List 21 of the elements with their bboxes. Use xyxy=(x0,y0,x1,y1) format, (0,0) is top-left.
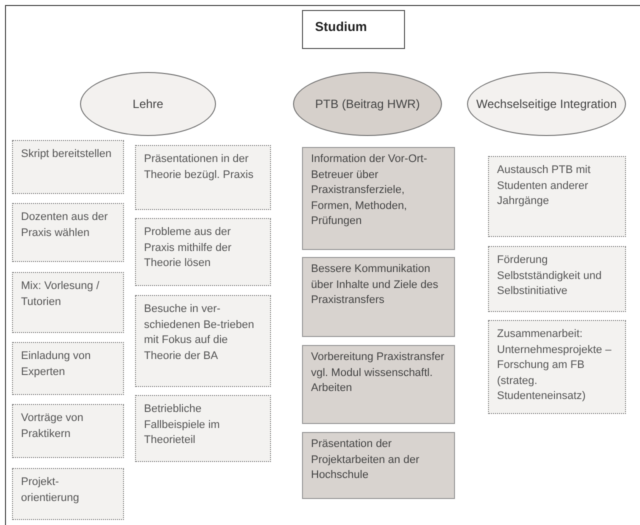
category-ellipse: Wechselseitige Integration xyxy=(467,72,626,136)
measure-box: Mix: Vorlesung / Tutorien xyxy=(12,272,124,333)
measure-box: Bessere Kommunikation über Inhalte und Ziele des Praxistransfers xyxy=(302,257,455,337)
measure-box: Besuche in ver-schiedenen Be-trieben mit Fokus auf die Theorie der BA xyxy=(135,295,271,387)
measure-box: Skript bereitstellen xyxy=(12,140,124,194)
title-box: Studium xyxy=(302,10,405,49)
measure-box: Vorbereitung Praxistransfer vgl. Modul wissenschaftl. Arbeiten xyxy=(302,345,455,424)
measure-box: Präsentationen in der Theorie bezügl. Praxis xyxy=(135,145,271,210)
category-ellipse: Lehre xyxy=(80,72,216,136)
measure-box: Vorträge von Praktikern xyxy=(12,404,124,458)
measure-box: Dozenten aus der Praxis wählen xyxy=(12,203,124,262)
measure-box: Information der Vor-Ort-Betreuer über Praxistransferziele, Formen, Methoden, Prüfungen xyxy=(302,147,455,250)
measure-box: Einladung von Experten xyxy=(12,342,124,395)
measure-box: Betriebliche Fallbeispiele im Theorieteil xyxy=(135,395,271,462)
category-ellipse: PTB (Beitrag HWR) xyxy=(293,72,442,136)
measure-box: Probleme aus der Praxis mithilfe der Theorie lösen xyxy=(135,218,271,286)
measure-box: Präsentation der Projektarbeiten an der Hochschule xyxy=(302,432,455,499)
measure-box: Zusammenarbeit: Unternehmesprojekte – Forschung am FB (strateg. Studenteneinsatz) xyxy=(488,320,626,414)
measure-box: Austausch PTB mit Studenten anderer Jahrgänge xyxy=(488,156,626,237)
measure-box: Projekt-orientierung xyxy=(12,468,124,520)
measure-box: Förderung Selbstständigkeit und Selbstinitiative xyxy=(488,246,626,312)
